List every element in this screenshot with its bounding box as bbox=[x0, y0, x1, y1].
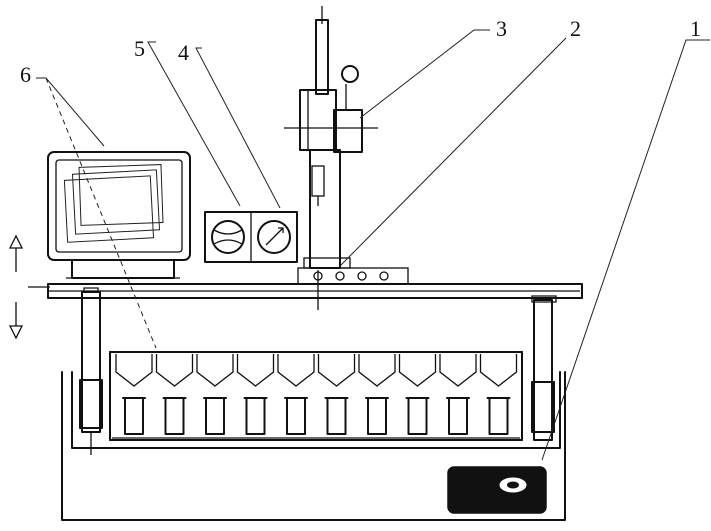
dial-icon bbox=[211, 220, 245, 254]
label-1: 1 bbox=[690, 16, 701, 41]
tube-row bbox=[122, 397, 511, 435]
test-tube bbox=[122, 397, 146, 435]
tube-rack bbox=[109, 351, 523, 441]
label-3: 3 bbox=[496, 16, 507, 41]
test-tube bbox=[284, 397, 308, 435]
label-4: 4 bbox=[178, 40, 189, 65]
label-6: 6 bbox=[20, 62, 31, 87]
left-support-column bbox=[79, 287, 103, 455]
power-button-icon bbox=[499, 477, 527, 493]
funnel bbox=[115, 354, 153, 387]
funnel bbox=[236, 354, 275, 387]
test-tube bbox=[405, 397, 430, 435]
label-2: 2 bbox=[570, 16, 581, 41]
funnel bbox=[358, 354, 396, 387]
right-support-column bbox=[531, 295, 557, 441]
test-tube bbox=[203, 397, 227, 435]
monitor bbox=[47, 151, 191, 279]
test-tube bbox=[365, 397, 389, 435]
funnel bbox=[155, 354, 194, 387]
meter-box bbox=[204, 211, 298, 263]
funnel-row bbox=[115, 354, 518, 387]
control-panel bbox=[447, 466, 547, 514]
gauge-icon bbox=[257, 220, 291, 254]
base-cabinet bbox=[61, 371, 566, 521]
test-tube bbox=[324, 397, 349, 435]
test-tube bbox=[486, 397, 511, 435]
label-5: 5 bbox=[134, 36, 145, 61]
funnel bbox=[317, 354, 356, 387]
funnel bbox=[398, 354, 437, 387]
funnel bbox=[479, 354, 518, 387]
funnel bbox=[439, 354, 477, 387]
leader-lines bbox=[36, 29, 710, 461]
test-tube bbox=[243, 397, 268, 435]
funnel bbox=[196, 354, 234, 387]
test-tube bbox=[446, 397, 470, 435]
test-tube bbox=[162, 397, 187, 435]
up-arrow-icon bbox=[8, 234, 24, 272]
probe-mast bbox=[284, 6, 378, 269]
top-platform bbox=[28, 267, 583, 310]
down-arrow-icon bbox=[8, 302, 24, 340]
funnel bbox=[277, 354, 315, 387]
